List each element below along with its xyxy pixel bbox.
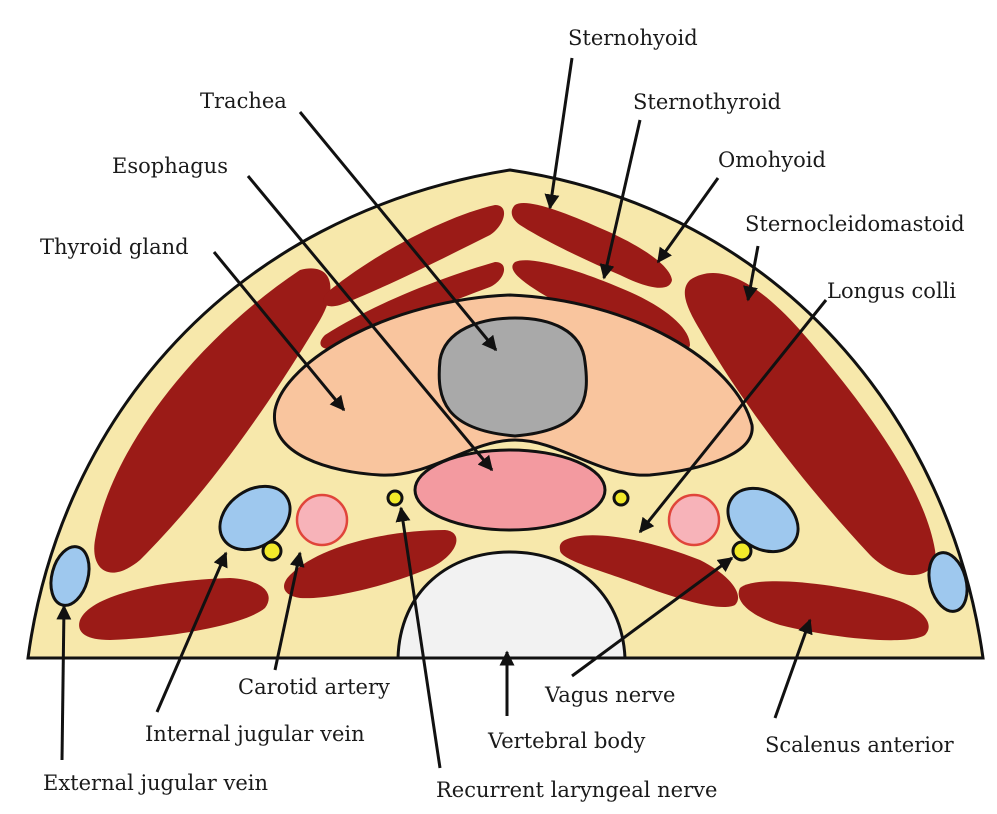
label-thyroid-gland: Thyroid gland	[40, 235, 189, 259]
carotid-artery-left	[297, 495, 347, 545]
label-trachea: Trachea	[200, 89, 287, 113]
label-external-jugular-vein: External jugular vein	[43, 771, 268, 795]
label-vagus-nerve: Vagus nerve	[544, 683, 675, 707]
vagus-nerve-left	[263, 542, 281, 560]
label-longus-colli: Longus colli	[827, 279, 956, 303]
label-carotid-artery: Carotid artery	[238, 675, 390, 699]
label-internal-jugular-vein: Internal jugular vein	[145, 722, 365, 746]
label-vertebral-body: Vertebral body	[487, 729, 645, 753]
trachea	[439, 318, 586, 436]
vagus-nerve-right	[733, 542, 751, 560]
recurrent-laryngeal-nerve-left	[388, 491, 402, 505]
label-sternothyroid: Sternothyroid	[633, 90, 781, 114]
carotid-artery-right	[669, 495, 719, 545]
label-scalenus-anterior: Scalenus anterior	[765, 733, 955, 757]
label-recurrent-laryngeal-nerve: Recurrent laryngeal nerve	[436, 778, 717, 802]
esophagus	[415, 450, 605, 530]
label-sternocleidomastoid: Sternocleidomastoid	[745, 212, 965, 236]
label-sternohyoid: Sternohyoid	[568, 26, 698, 50]
label-omohyoid: Omohyoid	[718, 148, 826, 172]
label-esophagus: Esophagus	[112, 154, 228, 178]
recurrent-laryngeal-nerve-right	[614, 491, 628, 505]
